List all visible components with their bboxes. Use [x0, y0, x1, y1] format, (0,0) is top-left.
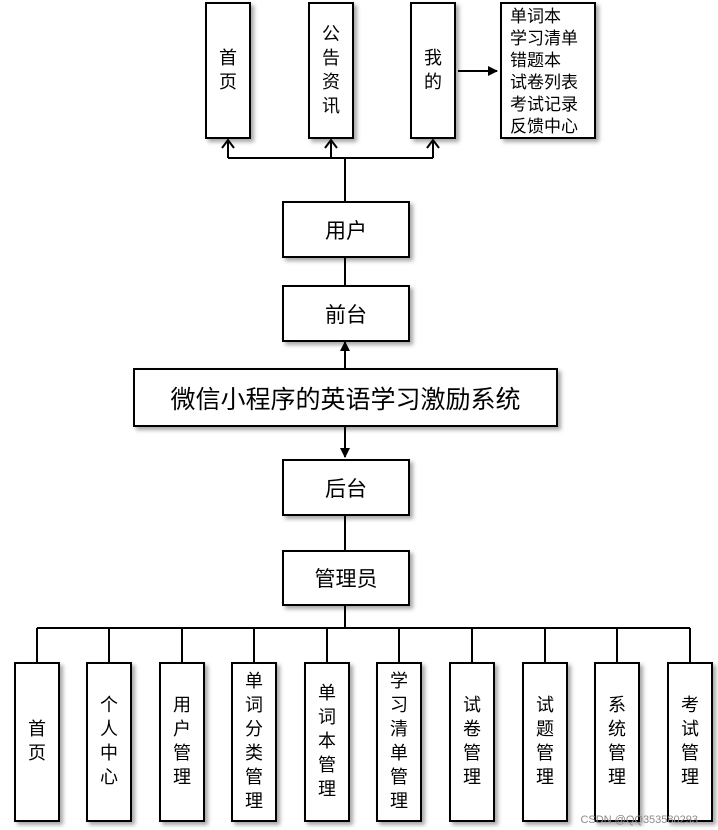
system-title: 微信小程序的英语学习激励系统: [170, 384, 521, 414]
label-char: 系: [608, 695, 626, 716]
admin-module-label: 个人中心: [100, 694, 118, 790]
admin-module-label: 用户管理: [173, 694, 191, 790]
label-char: 页: [219, 71, 237, 93]
admin-module-home: 首页: [14, 662, 60, 822]
label-char: 词: [318, 707, 336, 728]
admin-module-question-management: 试题管理: [522, 662, 568, 822]
label-char: 的: [424, 71, 442, 93]
label-char: 管: [245, 767, 263, 788]
label-char: 本: [318, 731, 336, 752]
admin-module-wordbook-management: 单词本管理: [304, 662, 350, 822]
admin-module-user-management: 用户管理: [159, 662, 205, 822]
mine-items-list: 单词本 学习清单 错题本 试卷列表 考试记录 反馈中心: [500, 2, 596, 139]
label-char: 理: [681, 767, 699, 788]
frontend-label: 前台: [325, 302, 367, 327]
admin-module-paper-management: 试卷管理: [449, 662, 495, 822]
admin-module-label: 试题管理: [536, 694, 554, 790]
label-char: 管: [318, 755, 336, 776]
label-char: 理: [536, 767, 554, 788]
label-char: 理: [245, 791, 263, 812]
watermark: CSDN @QQ353580293: [580, 814, 698, 826]
label-char: 理: [463, 767, 481, 788]
label-char: 理: [608, 767, 626, 788]
label-char: 试: [681, 719, 699, 740]
user-role-label: 用户: [325, 218, 367, 243]
backend-label: 后台: [325, 476, 367, 501]
label-char: 管: [536, 743, 554, 764]
mine-item: 单词本: [510, 7, 561, 27]
label-char: 讯: [322, 95, 340, 117]
label-char: 管: [173, 743, 191, 764]
label-char: 单: [245, 671, 263, 692]
admin-module-exam-management: 考试管理: [667, 662, 713, 822]
admin-module-label: 考试管理: [681, 694, 699, 790]
module-home-label: 首页: [219, 47, 237, 95]
label-char: 管: [390, 767, 408, 788]
label-char: 分: [245, 719, 263, 740]
label-char: 学: [390, 671, 408, 692]
label-char: 心: [100, 767, 118, 788]
mine-item: 学习清单: [510, 29, 578, 49]
frontend-box: 前台: [282, 285, 410, 342]
label-char: 单: [318, 683, 336, 704]
label-char: 清: [390, 719, 408, 740]
label-char: 首: [219, 47, 237, 69]
module-announcements-label: 公告资讯: [322, 23, 340, 119]
label-char: 告: [322, 47, 340, 69]
mine-item: 错题本: [510, 51, 561, 71]
admin-module-label: 首页: [28, 718, 46, 766]
label-char: 题: [536, 719, 554, 740]
module-box-home: 首页: [205, 2, 251, 139]
admin-module-label: 学习清单管理: [390, 670, 408, 814]
label-char: 词: [245, 695, 263, 716]
label-char: 个: [100, 695, 118, 716]
admin-module-study-list-management: 学习清单管理: [376, 662, 422, 822]
label-char: 公: [322, 23, 340, 45]
label-char: 人: [100, 719, 118, 740]
admin-module-system-management: 系统管理: [594, 662, 640, 822]
admin-module-label: 系统管理: [608, 694, 626, 790]
user-role-box: 用户: [282, 201, 410, 258]
module-box-mine: 我的: [410, 2, 456, 139]
label-char: 统: [608, 719, 626, 740]
label-char: 类: [245, 743, 263, 764]
admin-module-word-category-management: 单词分类管理: [231, 662, 277, 822]
system-title-box: 微信小程序的英语学习激励系统: [133, 368, 558, 427]
label-char: 用: [173, 695, 191, 716]
label-char: 理: [390, 791, 408, 812]
label-char: 单: [390, 743, 408, 764]
label-char: 我: [424, 47, 442, 69]
label-char: 管: [681, 743, 699, 764]
label-char: 管: [463, 743, 481, 764]
label-char: 试: [463, 695, 481, 716]
backend-box: 后台: [282, 459, 410, 516]
admin-role-box: 管理员: [282, 550, 410, 606]
admin-module-personal-center: 个人中心: [86, 662, 132, 822]
label-char: 管: [608, 743, 626, 764]
label-char: 理: [318, 779, 336, 800]
module-mine-label: 我的: [424, 47, 442, 95]
admin-module-label: 单词分类管理: [245, 670, 263, 814]
module-box-announcements: 公告资讯: [308, 2, 354, 139]
mine-item: 考试记录: [510, 95, 578, 115]
label-char: 卷: [463, 719, 481, 740]
admin-module-label: 单词本管理: [318, 682, 336, 802]
label-char: 理: [173, 767, 191, 788]
label-char: 习: [390, 695, 408, 716]
admin-role-label: 管理员: [314, 567, 378, 591]
label-char: 试: [536, 695, 554, 716]
mine-item: 试卷列表: [510, 73, 578, 93]
mine-item: 反馈中心: [510, 117, 578, 137]
label-char: 资: [322, 71, 340, 93]
label-char: 首: [28, 719, 46, 740]
label-char: 户: [173, 719, 191, 740]
label-char: 考: [681, 695, 699, 716]
label-char: 中: [100, 743, 118, 764]
label-char: 页: [28, 743, 46, 764]
admin-module-label: 试卷管理: [463, 694, 481, 790]
